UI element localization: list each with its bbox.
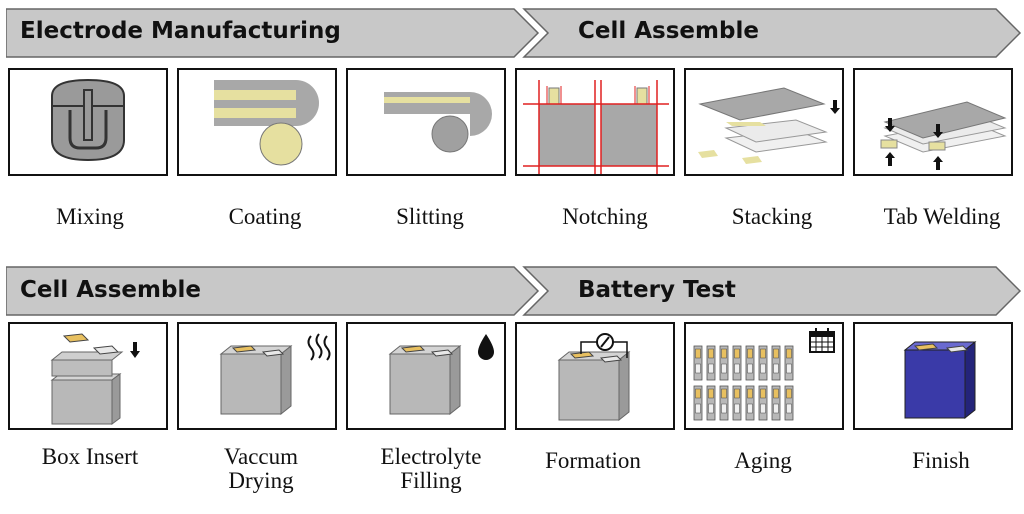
aging-cell-tab [747, 348, 753, 359]
aging-cell-tab [760, 348, 766, 359]
aging-cell-tab [721, 388, 727, 399]
step-label-tab-welding: Tab Welding [883, 204, 1001, 229]
aging-cell-tab [773, 363, 779, 374]
aging-cell [771, 345, 781, 381]
box-insert-icon [50, 333, 140, 425]
coating-roll-icon [214, 80, 319, 166]
aging-cell-tab [773, 403, 779, 414]
step-label-filling: Filling [400, 468, 462, 493]
aging-cell-tab [760, 403, 766, 414]
formation-icon [557, 333, 631, 422]
banner-cell-assemble-top [522, 8, 1022, 58]
banner-electrode-manufacturing-label: Electrode Manufacturing [20, 18, 341, 44]
step-label-finish: Finish [912, 448, 970, 473]
aging-cell-tab [760, 388, 766, 399]
aging-cells-icon [693, 328, 835, 421]
electrolyte-filling-icon [388, 334, 494, 416]
aging-cell-tab [721, 363, 727, 374]
box-insert-panel [8, 322, 168, 430]
step-label-notching: Notching [562, 204, 648, 229]
aging-cell-tab [747, 403, 753, 414]
aging-cell [719, 385, 729, 421]
aging-cell-tab [786, 388, 792, 399]
aging-cell-tab [786, 363, 792, 374]
aging-cell [732, 345, 742, 381]
aging-cell-tab [708, 363, 714, 374]
aging-cell [771, 385, 781, 421]
aging-cell-tab [721, 348, 727, 359]
aging-cell-tab [734, 348, 740, 359]
aging-cell-tab [708, 388, 714, 399]
aging-cell-tab [695, 363, 701, 374]
aging-cell-tab [773, 388, 779, 399]
notching-electrode-icon [523, 80, 669, 174]
aging-cell-tab [734, 388, 740, 399]
aging-cell [706, 345, 716, 381]
aging-cell [719, 345, 729, 381]
vaccum-drying-panel [177, 322, 337, 430]
mixing-panel [8, 68, 168, 176]
step-label-slitting: Slitting [396, 204, 464, 229]
aging-cell [745, 345, 755, 381]
aging-cell-tab [721, 403, 727, 414]
finished-cell-icon [903, 340, 977, 420]
finish-panel [853, 322, 1013, 430]
banner-cell-assemble-bottom-label: Cell Assemble [20, 277, 201, 303]
aging-cell-tab [708, 348, 714, 359]
step-label-electrolyte: Electrolyte [380, 444, 482, 469]
step-label-drying: Drying [228, 468, 294, 493]
notching-panel [515, 68, 675, 176]
aging-cell-tab [695, 388, 701, 399]
step-label-formation: Formation [545, 448, 641, 473]
aging-cell [706, 385, 716, 421]
aging-cell [784, 345, 794, 381]
step-label-mixing: Mixing [56, 204, 124, 229]
aging-cell [693, 345, 703, 381]
step-label-aging: Aging [734, 448, 792, 473]
aging-cell [693, 385, 703, 421]
aging-cell-tab [695, 403, 701, 414]
banner-cell-assemble-top-label: Cell Assemble [578, 18, 759, 44]
step-label-vaccum: Vaccum [223, 444, 299, 469]
aging-cell [758, 345, 768, 381]
slitting-panel [346, 68, 506, 176]
aging-cell-tab [708, 403, 714, 414]
stacking-sheets-icon [698, 87, 840, 164]
aging-cell [758, 385, 768, 421]
tab-welding-panel [853, 68, 1013, 176]
stacking-panel [684, 68, 844, 176]
banner-electrode-manufacturing [6, 8, 540, 58]
coating-panel [177, 68, 337, 176]
aging-cell [784, 385, 794, 421]
aging-cell-tab [734, 403, 740, 414]
step-label-box-insert: Box Insert [41, 444, 139, 469]
vaccum-drying-icon [219, 333, 331, 416]
aging-cell [732, 385, 742, 421]
formation-panel [515, 322, 675, 430]
banner-cell-assemble-bottom [6, 266, 540, 316]
aging-cell-tab [786, 403, 792, 414]
aging-cell-tab [747, 388, 753, 399]
aging-panel [684, 322, 844, 430]
slitting-roll-icon [384, 92, 492, 153]
aging-cell-tab [734, 363, 740, 374]
mixer-icon [51, 78, 125, 162]
step-label-coating: Coating [228, 204, 302, 229]
banner-battery-test [522, 266, 1022, 316]
aging-cell [745, 385, 755, 421]
aging-cell-tab [747, 363, 753, 374]
banner-battery-test-label: Battery Test [578, 277, 736, 303]
aging-cell-tab [760, 363, 766, 374]
aging-cell-tab [695, 348, 701, 359]
aging-cell-tab [773, 348, 779, 359]
aging-cell-tab [786, 348, 792, 359]
step-label-stacking: Stacking [731, 204, 813, 229]
electrolyte-filling-panel [346, 322, 506, 430]
tab-welding-icon [880, 101, 1007, 170]
